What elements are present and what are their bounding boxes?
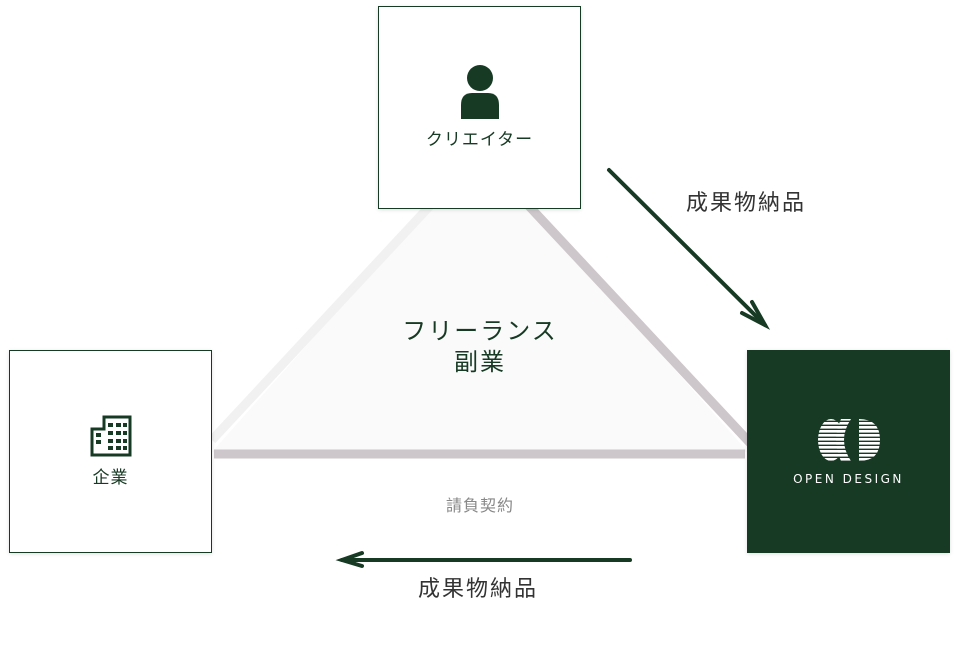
arrow-bottom-label: 成果物納品 (418, 577, 539, 602)
center-label: フリーランス 副業 (360, 316, 600, 378)
person-icon (460, 65, 499, 119)
open-design-logo-icon (817, 418, 880, 461)
company-label: 企業 (92, 468, 129, 488)
triangle-fill (212, 150, 748, 452)
arrow-top-label: 成果物納品 (686, 191, 807, 216)
creator-label: クリエイター (425, 130, 534, 150)
arrow-opendesign-to-company (335, 551, 632, 568)
creator-node: クリエイター (378, 6, 581, 209)
building-icon (90, 415, 131, 457)
open-design-logo-text: OPEN DESIGN (793, 471, 904, 486)
triangle-right-edge (524, 201, 756, 449)
arrow-creator-to-opendesign (607, 168, 771, 330)
center-label-line2: 副業 (454, 348, 506, 376)
company-node: 企業 (9, 350, 212, 553)
open-design-node: OPEN DESIGN (747, 350, 950, 553)
center-label-line1: フリーランス (402, 317, 558, 345)
contract-label: 請負契約 (445, 496, 514, 515)
triangle-left-edge (208, 191, 444, 444)
